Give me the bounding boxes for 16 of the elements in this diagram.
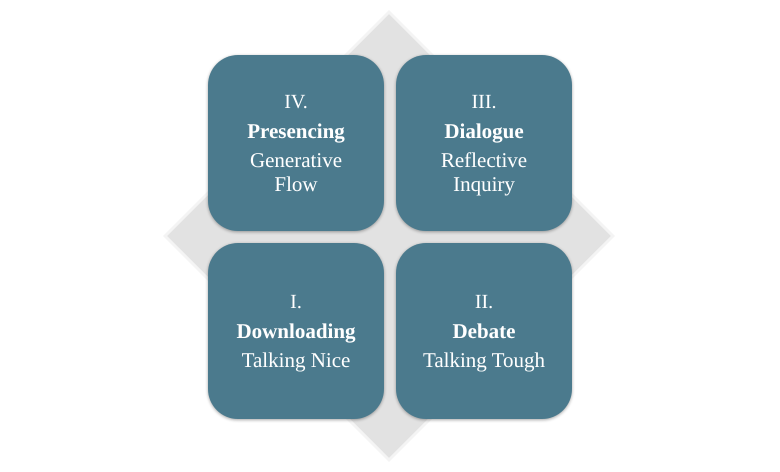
roman-numeral: I. xyxy=(290,290,302,314)
quadrant-box xyxy=(208,55,384,231)
stage-subtitle: Talking Nice xyxy=(242,348,350,372)
stage-subtitle: Talking Tough xyxy=(422,348,546,372)
stage-title: Debate xyxy=(452,318,516,344)
roman-numeral: III. xyxy=(472,90,496,114)
quadrant-box xyxy=(396,55,572,231)
roman-numeral: IV. xyxy=(284,90,308,114)
stage-title: Presencing xyxy=(247,118,345,144)
stage-subtitle: Generative Flow xyxy=(248,148,344,196)
quadrant-box xyxy=(208,243,384,419)
stage-title: Dialogue xyxy=(444,118,524,144)
roman-numeral: II. xyxy=(474,290,494,314)
stage-title: Downloading xyxy=(236,318,356,344)
quadrant-box xyxy=(396,243,572,419)
stage-subtitle: Reflective Inquiry xyxy=(440,148,528,196)
